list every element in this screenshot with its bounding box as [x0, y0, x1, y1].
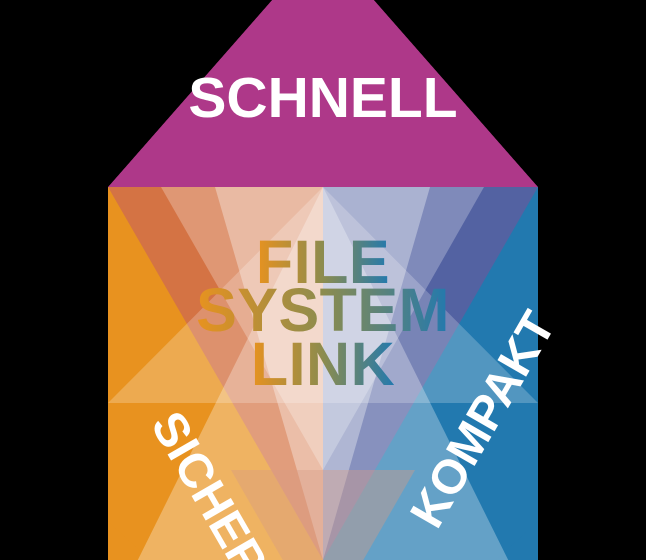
segment-right-body [323, 187, 538, 560]
overlay-triangle-white-core [215, 187, 430, 560]
segment-label-schnell: SCHNELL [188, 66, 457, 130]
center-wordmark-line-system: SYSTEM [196, 276, 450, 344]
segment-top-cap [108, 0, 538, 187]
segment-left-body [108, 187, 323, 560]
center-wordmark-line-link: LINK [251, 330, 395, 398]
overlay-wedge-bottom [231, 470, 415, 560]
overlay-triangle-magenta-down [108, 187, 538, 560]
overlay-triangle-white-down-inner [161, 187, 484, 470]
overlay-triangle-white-up-inner [108, 187, 538, 403]
center-wordmark-line-file: FILE [256, 228, 390, 296]
overlay-triangle-white-up [108, 187, 538, 560]
